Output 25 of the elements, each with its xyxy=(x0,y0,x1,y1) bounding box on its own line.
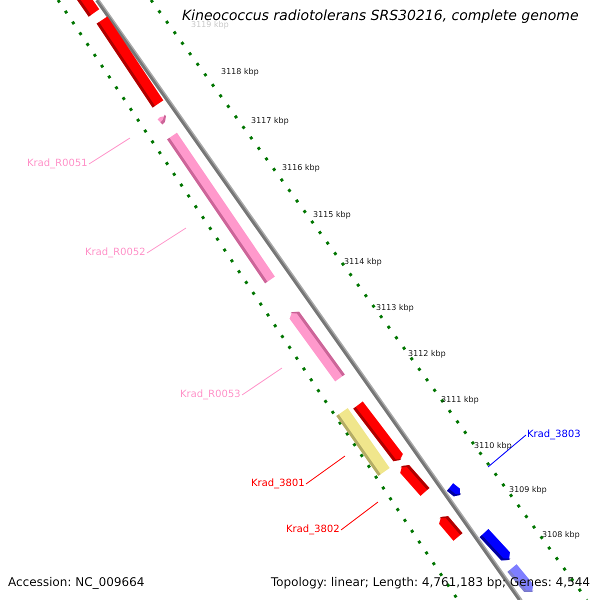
scale-tick-label: 3109 kbp xyxy=(509,485,547,494)
gene-label: Krad_3802 xyxy=(286,524,340,536)
gene-label: Krad_R0051 xyxy=(27,158,88,170)
leader-line xyxy=(242,368,282,396)
leader-line xyxy=(488,434,526,468)
scale-tick-label: 3115 kbp xyxy=(313,210,351,219)
scale-tick-label: 3108 kbp xyxy=(542,530,580,539)
leader-line xyxy=(340,502,378,530)
scale-tick-label: 3114 kbp xyxy=(344,257,382,266)
scale-tick-label: 3110 kbp xyxy=(474,441,512,450)
gene-label: Krad_3801 xyxy=(251,478,305,490)
footer-text: Accession: NC_009664 xyxy=(8,575,144,589)
gene-label: Krad_R0052 xyxy=(85,247,146,259)
footer-text: Topology: linear; Length: 4,761,183 bp; Genes: 4,544 xyxy=(270,575,590,589)
leader-line xyxy=(88,138,130,164)
gene-label: Krad_3803 xyxy=(527,429,581,441)
scale-tick-label: 3116 kbp xyxy=(282,163,320,172)
scale-tick-label: 3113 kbp xyxy=(376,303,414,312)
gene-label: Krad_R0053 xyxy=(180,389,241,401)
leader-line xyxy=(306,456,346,484)
scale-tick-label: 3112 kbp xyxy=(408,349,446,358)
scale-tick-label: 3111 kbp xyxy=(441,395,479,404)
scale-tick-label: 3118 kbp xyxy=(221,67,259,76)
leader-line xyxy=(146,228,186,254)
scale-tick-label: 3117 kbp xyxy=(251,116,289,125)
